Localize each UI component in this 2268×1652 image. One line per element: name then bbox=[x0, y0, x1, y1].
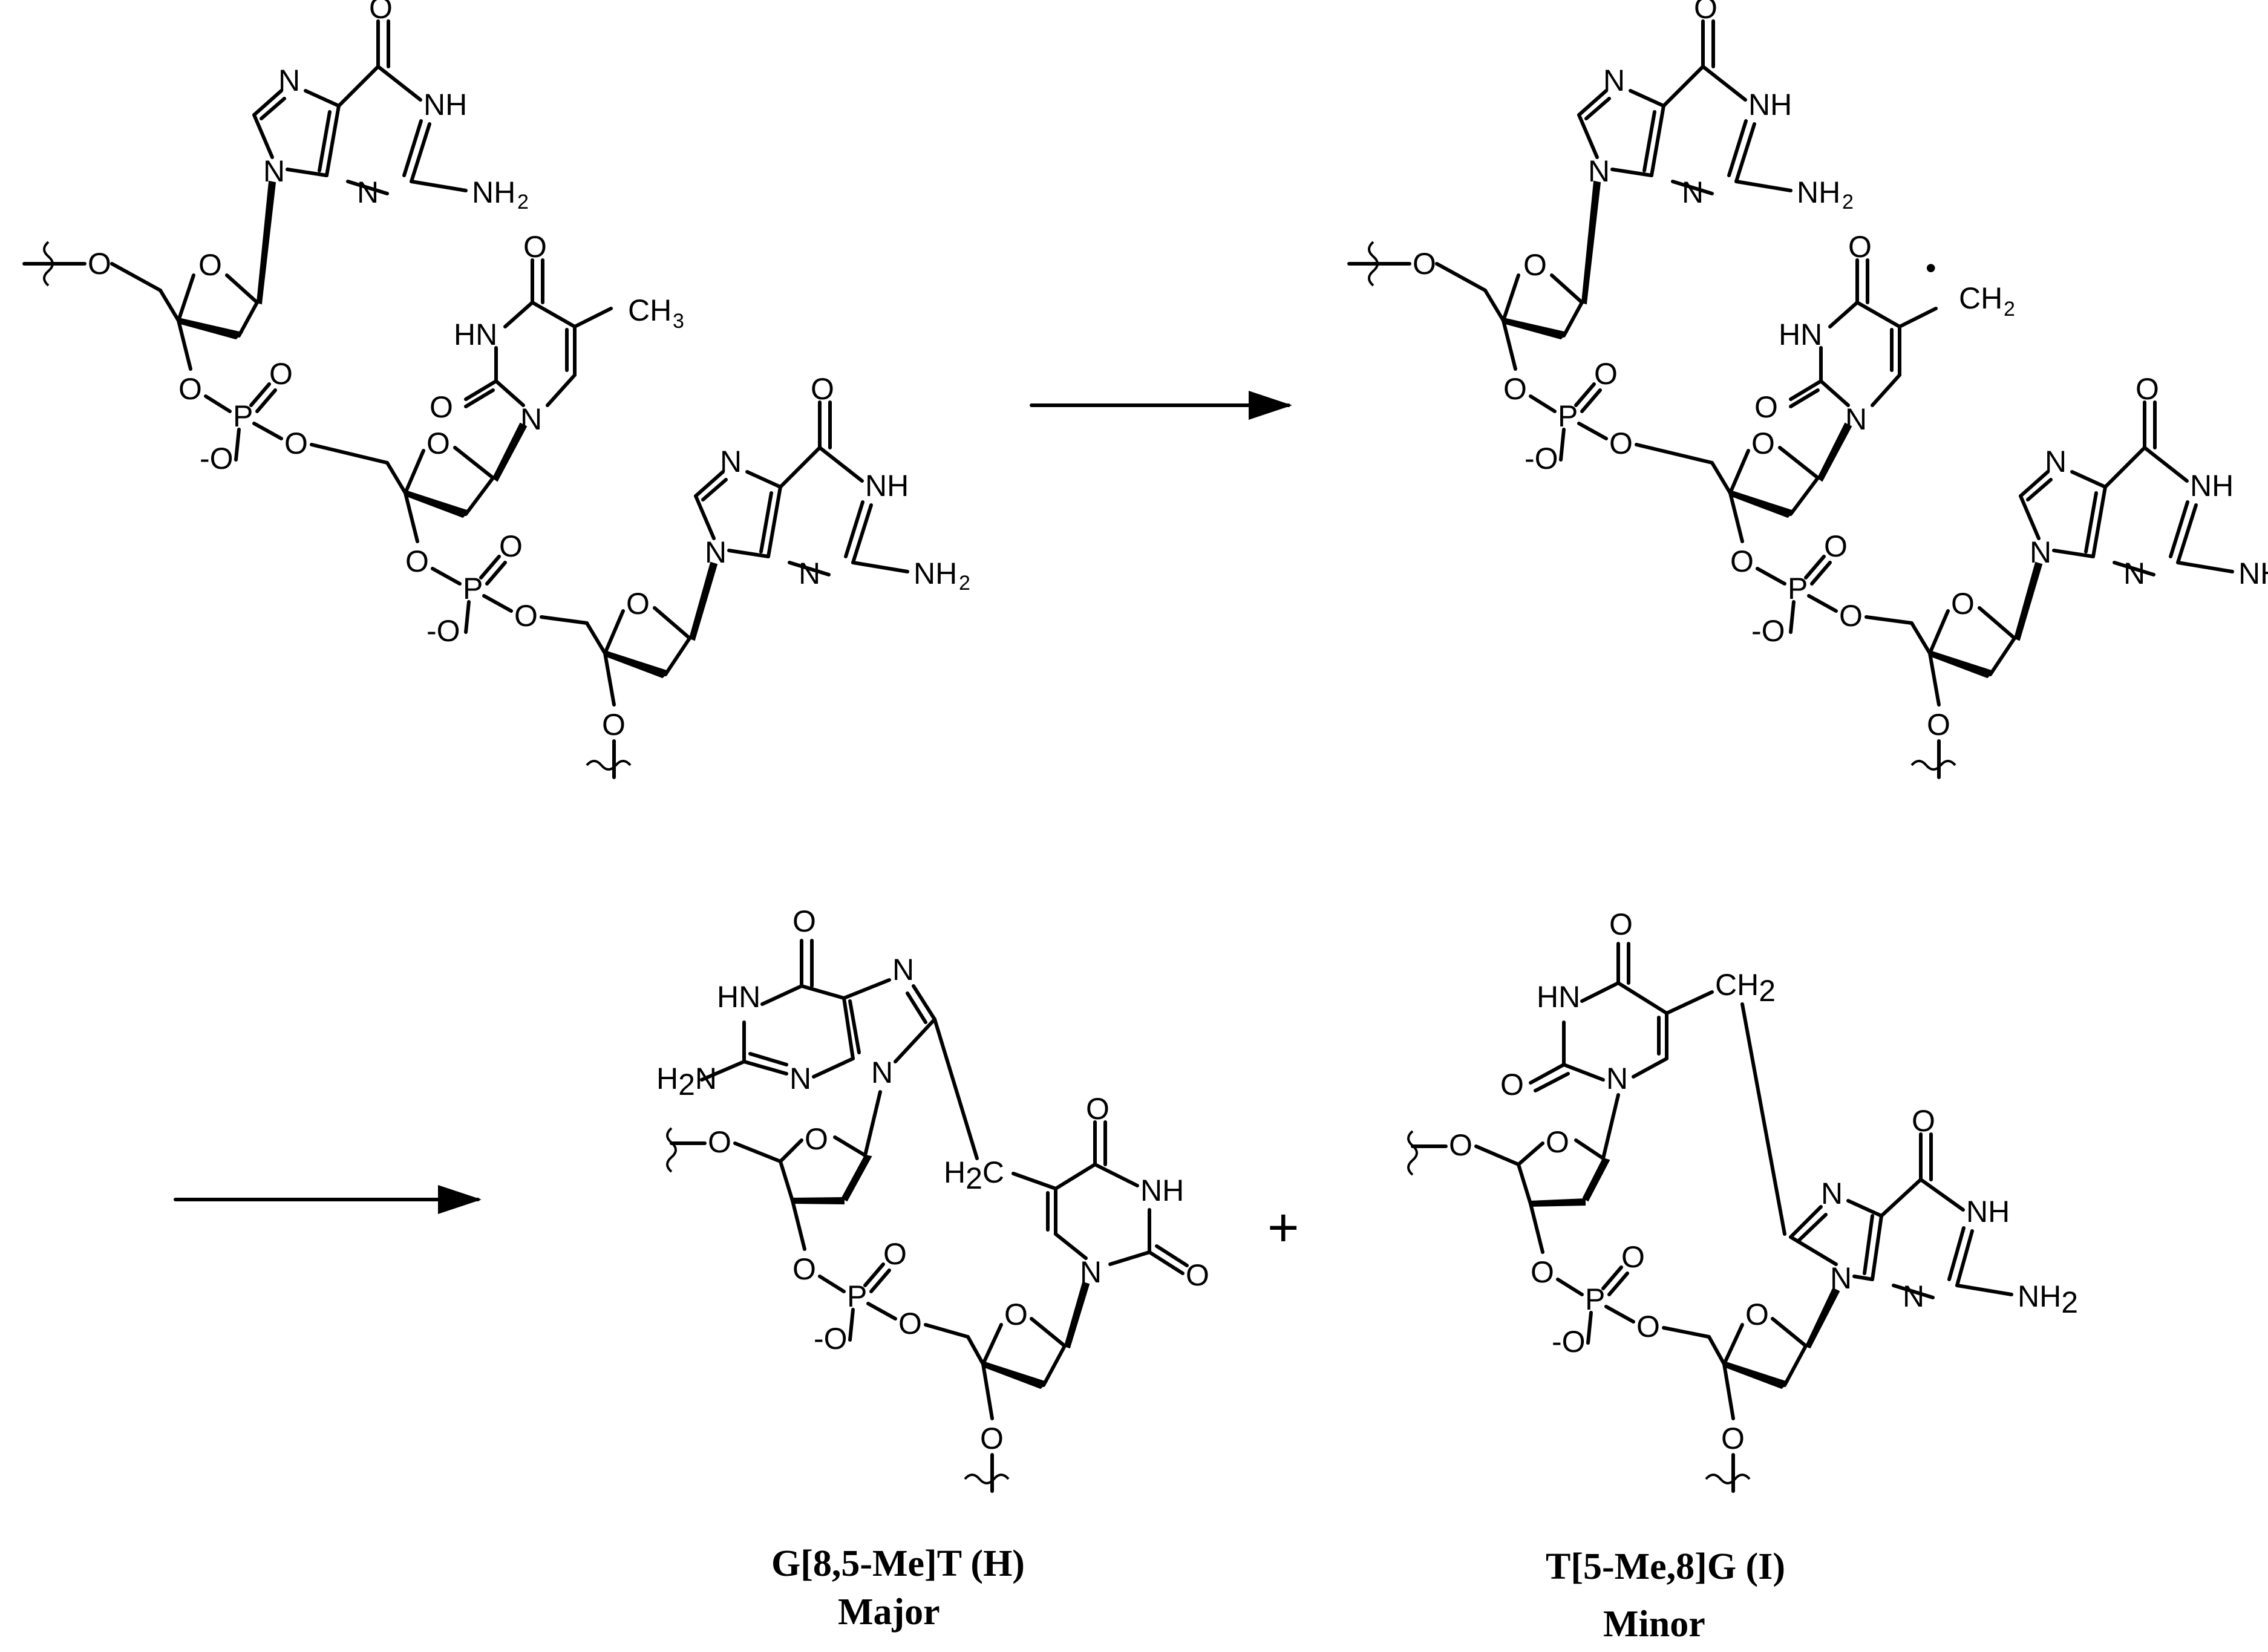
product-i-structure: O HN O N CH2 O O O P O bbox=[1407, 907, 2078, 1493]
methylene-bridge-label-h: H2C bbox=[944, 1155, 1004, 1195]
svg-text:O: O bbox=[883, 1237, 907, 1271]
svg-text:O: O bbox=[1721, 1422, 1745, 1455]
amine-label-i: NH2 bbox=[2018, 1279, 2078, 1319]
svg-text:O: O bbox=[1609, 907, 1633, 941]
svg-text:O: O bbox=[1912, 1104, 1935, 1138]
product-h-yield: Major bbox=[838, 1592, 940, 1633]
svg-text:N: N bbox=[1830, 1261, 1852, 1295]
methylene-bridge-label-i: CH2 bbox=[1715, 968, 1776, 1008]
svg-text:O: O bbox=[1531, 1255, 1554, 1289]
reactant-trinucleotide: CH 3 bbox=[24, 0, 970, 777]
svg-text:O: O bbox=[1500, 1068, 1524, 1102]
svg-text:HN: HN bbox=[1537, 980, 1580, 1014]
svg-text:O: O bbox=[792, 1252, 816, 1286]
svg-text:O: O bbox=[1546, 1125, 1569, 1159]
svg-text:O: O bbox=[1086, 1092, 1109, 1126]
radical-dot: • bbox=[1926, 251, 1936, 285]
svg-text:O: O bbox=[980, 1422, 1004, 1455]
radical-intermediate: CH 2 • bbox=[1349, 0, 2268, 777]
svg-text:O: O bbox=[1004, 1298, 1028, 1331]
svg-text:N: N bbox=[892, 953, 914, 987]
svg-text:N: N bbox=[1821, 1177, 1843, 1210]
svg-text:-O: -O bbox=[1552, 1325, 1586, 1359]
svg-text:N: N bbox=[1606, 1062, 1628, 1095]
methylene-label: CH bbox=[1959, 281, 2002, 315]
svg-text:N: N bbox=[1080, 1255, 1102, 1289]
svg-text:O: O bbox=[898, 1307, 922, 1340]
svg-text:HN: HN bbox=[717, 980, 760, 1014]
product-h-structure: O HN H2N N N N O O O bbox=[656, 904, 1209, 1493]
methylene-subscript: 2 bbox=[2004, 298, 2015, 321]
plus-sign: + bbox=[1267, 1198, 1299, 1258]
svg-text:N: N bbox=[871, 1056, 893, 1089]
product-i-yield: Minor bbox=[1603, 1604, 1705, 1645]
methyl-label: CH bbox=[628, 293, 672, 327]
svg-text:O: O bbox=[805, 1122, 828, 1156]
svg-text:O: O bbox=[792, 904, 816, 938]
svg-text:NH: NH bbox=[1140, 1174, 1184, 1207]
svg-text:O: O bbox=[1621, 1240, 1645, 1274]
product-h-name: G[8,5-Me]T (H) bbox=[771, 1543, 1025, 1584]
svg-text:-O: -O bbox=[814, 1322, 848, 1356]
svg-text:O: O bbox=[1449, 1128, 1472, 1162]
svg-text:N: N bbox=[789, 1062, 811, 1095]
methyl-subscript: 3 bbox=[673, 310, 684, 333]
amine-label-h: H2N bbox=[656, 1062, 717, 1102]
product-i-name: T[5-Me,8]G (I) bbox=[1546, 1546, 1785, 1587]
svg-text:O: O bbox=[1745, 1298, 1769, 1331]
svg-text:O: O bbox=[708, 1125, 731, 1159]
svg-text:NH: NH bbox=[1966, 1195, 2010, 1229]
svg-text:O: O bbox=[1636, 1310, 1660, 1343]
svg-text:O: O bbox=[1186, 1258, 1209, 1292]
svg-text:N: N bbox=[1903, 1279, 1924, 1313]
